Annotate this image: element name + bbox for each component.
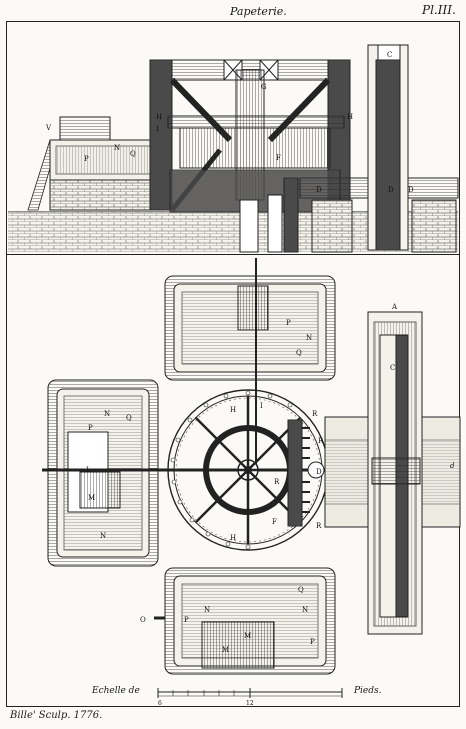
vat-plan-top xyxy=(164,275,336,381)
label-lower: N xyxy=(100,532,106,540)
label-upper: Q xyxy=(130,150,136,158)
cog-gear xyxy=(287,419,325,527)
label-lower: Q xyxy=(296,349,302,357)
label-lower: M xyxy=(244,632,251,640)
label-upper: D xyxy=(388,186,394,194)
scale-label-right: Pieds. xyxy=(354,686,382,696)
label-lower: F xyxy=(272,518,277,526)
vat-plan-left xyxy=(47,379,159,567)
plate-number: Pl.III. xyxy=(422,3,456,17)
label-lower: P xyxy=(310,638,315,646)
label-lower: P xyxy=(88,424,93,432)
label-lower: M xyxy=(88,494,95,502)
label-upper: C xyxy=(387,51,392,59)
label-lower: N xyxy=(204,606,210,614)
scale-label-left: Echelle de xyxy=(92,686,140,696)
label-lower: P xyxy=(184,616,189,624)
label-upper: V xyxy=(45,124,52,132)
label-upper: G xyxy=(261,83,267,91)
scale-tick-label: 12 xyxy=(246,700,254,707)
label-lower: R xyxy=(312,410,318,418)
figure-labels: C G H I H V N Q P F D D D A C P N Q N Q … xyxy=(45,51,455,654)
label-lower: D xyxy=(316,468,322,476)
label-upper: N xyxy=(114,144,120,152)
column-elevation xyxy=(367,44,409,251)
section-divider xyxy=(6,254,460,255)
plate-title: Papeterie. xyxy=(230,5,287,18)
label-upper: I xyxy=(156,125,159,133)
label-lower: C xyxy=(390,364,395,372)
engraver-signature: Bille' Sculp. 1776. xyxy=(10,710,103,721)
label-upper: D xyxy=(408,186,414,194)
label-lower: M xyxy=(222,646,229,654)
label-lower: R xyxy=(318,437,324,445)
label-lower: A xyxy=(391,303,398,311)
label-upper: P xyxy=(84,155,89,163)
label-upper: D xyxy=(316,186,322,194)
label-lower: I xyxy=(260,402,263,410)
scale-bar: 6 12 xyxy=(157,688,343,707)
vat-plan-bottom xyxy=(154,567,336,675)
lower-plan xyxy=(42,258,461,675)
label-lower: P xyxy=(286,319,291,327)
label-lower: N xyxy=(302,606,308,614)
column-plan xyxy=(367,311,423,635)
label-lower: H xyxy=(230,406,236,414)
vat-elevation xyxy=(27,116,163,211)
label-lower: Q xyxy=(298,586,304,594)
label-lower: H xyxy=(230,534,236,542)
label-lower: d xyxy=(450,462,455,470)
label-lower: R xyxy=(274,478,280,486)
label-upper: H xyxy=(347,113,353,121)
big-wheel xyxy=(167,389,329,551)
label-lower: N xyxy=(104,410,110,418)
label-lower: N xyxy=(306,334,312,342)
plate-frame xyxy=(6,21,460,707)
label-lower: Q xyxy=(126,414,132,422)
scale-tick-label: 6 xyxy=(158,700,162,707)
label-lower: R xyxy=(316,522,322,530)
label-upper: F xyxy=(276,154,281,162)
upper-elevation xyxy=(8,44,459,253)
label-upper: H xyxy=(156,113,162,121)
label-lower: L xyxy=(86,466,91,474)
label-lower: O xyxy=(140,616,146,624)
